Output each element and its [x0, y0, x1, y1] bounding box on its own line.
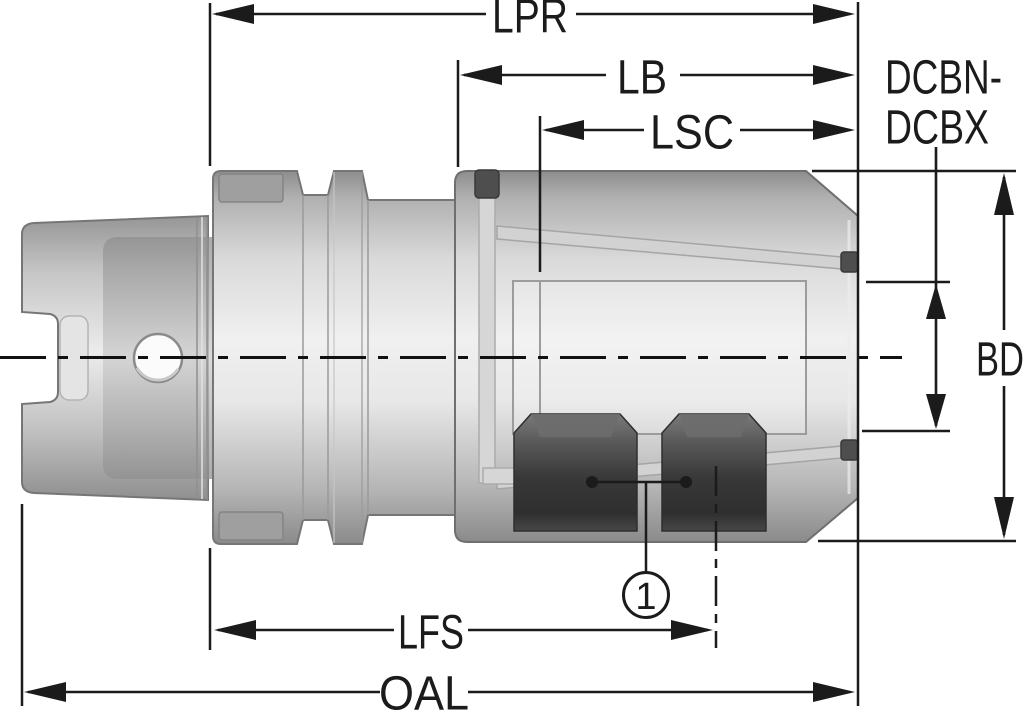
balloon-leader-dot-1: [586, 476, 598, 488]
nut-1-top-face: [531, 414, 620, 437]
dim-oal-arrow-left: [24, 682, 66, 702]
drive-slot-hole-shadow: [135, 367, 180, 382]
extension-lines: [20, 2, 1016, 706]
nose-plug-top: [840, 251, 859, 273]
dimension-labels: LPR LB LSC DCBN- DCBX BD LFS OAL: [379, 0, 1024, 710]
dim-dcb-arrow-top: [926, 284, 946, 319]
balloon-number: 1: [635, 576, 656, 618]
label-lsc: LSC: [650, 107, 734, 160]
dim-bd-arrow-top: [994, 173, 1014, 215]
dim-lfs-arrow-left: [214, 620, 256, 640]
label-lfs: LFS: [398, 607, 464, 660]
label-dcbx: DCBX: [885, 102, 989, 155]
balloon-callout-1: 1: [586, 476, 692, 619]
dim-oal-arrow-right: [813, 682, 855, 702]
dim-lsc-arrow-left: [542, 120, 584, 140]
label-oal: OAL: [379, 668, 469, 710]
dim-lfs-arrow-right: [671, 620, 713, 640]
dim-dcb-arrow-bottom: [926, 394, 946, 429]
dimension-lines: [24, 4, 1014, 702]
set-screw-top: [474, 169, 500, 199]
balloon-leader-dot-2: [680, 476, 692, 488]
label-lb: LB: [617, 52, 667, 105]
dim-lsc-arrow-right: [813, 120, 855, 140]
drive-key-bottom: [218, 511, 284, 541]
drive-key-top: [218, 173, 284, 203]
label-dcbn: DCBN-: [885, 52, 1002, 105]
label-lpr: LPR: [492, 0, 568, 44]
dim-bd-arrow-bottom: [994, 497, 1014, 539]
nose-plug-bottom: [840, 439, 859, 461]
dim-lpr-arrow-left: [212, 4, 254, 24]
clamping-nut-2: [661, 413, 767, 532]
dim-lpr-arrow-right: [813, 4, 855, 24]
clamping-nut-1: [513, 413, 638, 532]
label-bd: BD: [976, 334, 1024, 387]
coolant-tube-elbow: [482, 467, 518, 485]
coolant-tube-vertical: [478, 192, 496, 484]
balloon-circle: [622, 571, 670, 619]
dim-lb-arrow-left: [460, 65, 502, 85]
dim-lb-arrow-right: [813, 65, 855, 85]
nut-2-top-face: [679, 414, 749, 437]
